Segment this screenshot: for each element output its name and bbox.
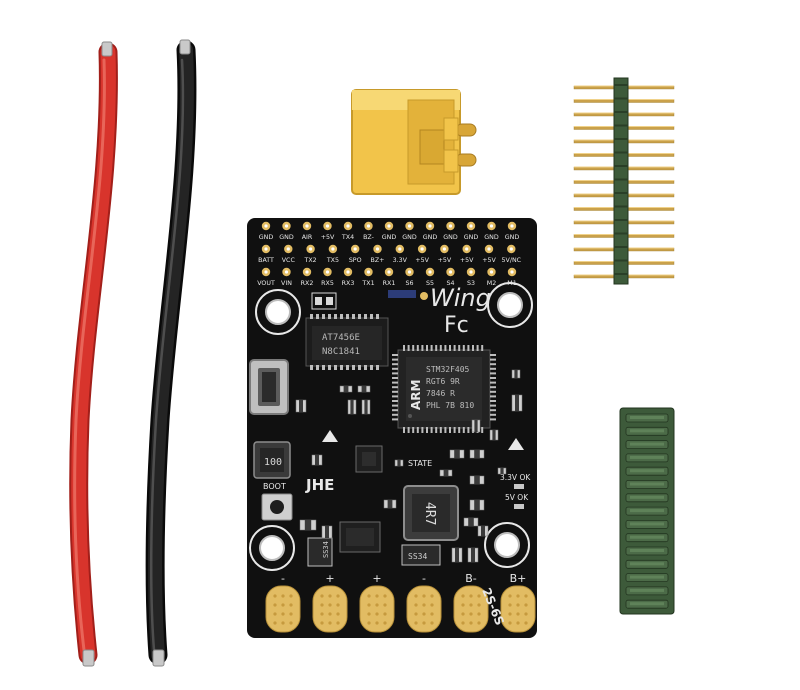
mcu-label-1: STM32F405 [426,365,470,374]
pin-label: 3.3V [393,257,408,264]
imu-chip [355,445,383,473]
led-3v3-label: 3.3V OK [500,473,531,482]
osd-chip-label-1: AT7456E [322,333,360,343]
power-pad-label: B+ [510,572,527,585]
power-pads: - + + - B- B+ [265,572,536,633]
pin-label: GND [382,234,397,241]
power-pad [265,585,301,633]
usb-connector [249,359,289,415]
mounting-hole-bottom-right [484,522,530,568]
long-pin-header [573,77,675,285]
mcu-chip: ARM STM32F405 RGT6 9R 7846 R PHL 7B 810 [392,345,496,433]
mcu-label-4: PHL 7B 810 [426,401,474,410]
mounting-hole-top-left [255,289,301,335]
pin-label: BATT [258,257,274,264]
pin-label: BZ- [363,234,374,241]
pin-label: RX1 [383,280,396,287]
diode-right-label: SS34 [408,552,427,561]
pin-label: GND [484,234,499,241]
flight-controller-board: GND GND AIR +5V TX4 BZ- GND GND GND GND GND GND GND B… [247,218,537,638]
osd-chip: AT7456E N8C1841 [305,314,389,370]
mcu-label-2: RGT6 9R [426,377,460,386]
regulator-chip [339,521,381,553]
power-pad-label: + [372,572,381,585]
boot-label: BOOT [263,482,286,491]
pin-label: AIR [302,234,313,241]
pin-label: M2 [487,280,496,287]
board-title-wing: Wing [430,284,491,312]
small-inductor-label: 100 [264,457,282,468]
smd-components [295,369,523,563]
pin-label: S5 [426,280,434,287]
diode-left: SS34 [307,537,333,567]
pin-label: +5V [438,257,452,264]
black-silicone-wire [145,39,197,667]
diode-right: SS34 [401,544,441,566]
pin-label: GND [423,234,438,241]
pin-label: +5V [321,234,335,241]
pin-label: S6 [405,280,413,287]
pin-label: GND [443,234,458,241]
pin-label: VCC [282,257,296,264]
direction-arrow-left [322,430,338,442]
large-inductor: 4R7 [403,485,459,541]
pin-label: TX5 [326,257,339,264]
pin-label: SPO [349,257,362,264]
power-pad [312,585,348,633]
large-inductor-label: 4R7 [422,502,437,525]
smd-pads-top [311,290,416,310]
pin-label: GND [259,234,274,241]
mcu-brand: ARM [409,380,423,410]
pin-label: GND [464,234,479,241]
power-pad-label: B- [465,572,477,585]
power-pad-label: - [422,572,426,585]
pin-header-rows: GND GND AIR +5V TX4 BZ- GND GND GND GND GND GND GND B… [257,221,522,287]
power-pad [500,585,536,633]
board-title-fc: Fc [444,313,469,338]
small-inductor: 100 [253,441,291,479]
led-3v3 [514,484,524,489]
state-label: STATE [408,459,432,468]
pin-label: +5V [460,257,474,264]
osd-chip-label-2: N8C1841 [322,347,360,357]
pin-label: TX1 [361,280,374,287]
pin-label: S4 [446,280,454,287]
pin-label: VOUT [257,280,275,287]
pin-label: BZ+ [371,257,385,264]
pin-label: VIN [281,280,292,287]
pin-label: RX5 [321,280,334,287]
power-pad [406,585,442,633]
boot-button: BOOT [261,482,293,521]
pin-label: +5V [482,257,496,264]
pin-label: GND [505,234,520,241]
xt60-connector [351,89,477,195]
mounting-hole-top-right [487,282,533,328]
red-silicone-wire [69,41,118,667]
pin-label: S3 [467,280,475,287]
pin-label: RX3 [342,280,355,287]
pin-label: RX2 [301,280,314,287]
direction-arrow-right [508,438,524,450]
brand-label: JHE [305,476,334,494]
pin-label: TX2 [304,257,317,264]
mounting-hole-bottom-left [249,525,295,571]
pin-label: TX4 [341,234,354,241]
pin-label: GND [402,234,417,241]
power-pad-label: + [325,572,334,585]
power-pad-label: - [281,572,285,585]
power-pad [359,585,395,633]
gold-test-pad [420,292,428,300]
short-pin-header [619,407,675,615]
led-5v-label: 5V OK [505,493,529,502]
pin-label: +5V [415,257,429,264]
diode-left-label: SS34 [322,541,330,558]
mcu-label-3: 7846 R [426,389,455,398]
pin-label: GND [279,234,294,241]
pin-label: 5V/NC [502,257,522,264]
led-5v [514,504,524,509]
